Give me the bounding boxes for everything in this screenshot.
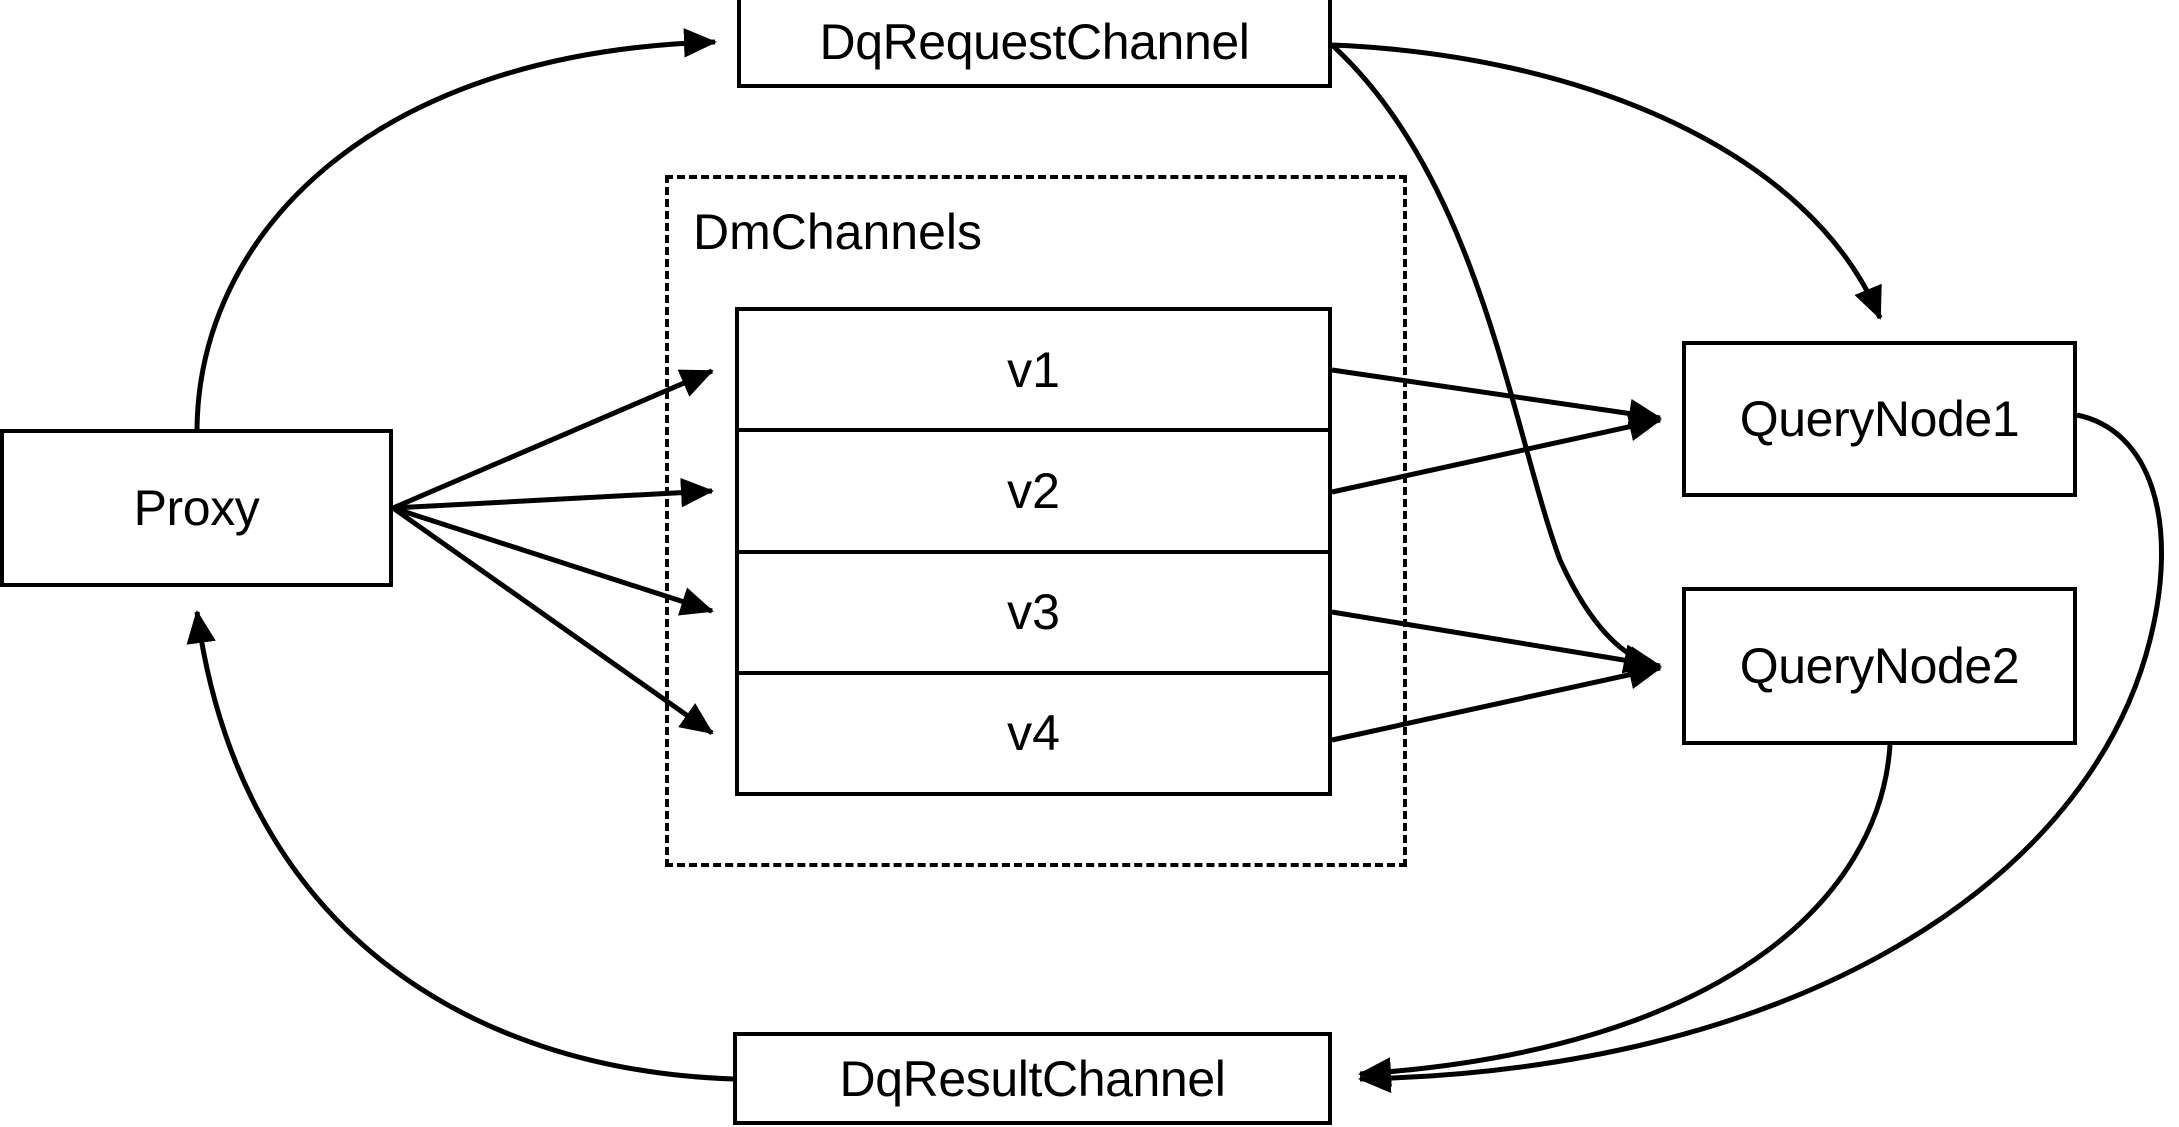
edge-proxy-to-v2	[392, 477, 714, 511]
node-proxy[interactable]: Proxy	[0, 429, 393, 587]
vchannel-row-v3[interactable]: v3	[739, 553, 1328, 675]
node-query-node-1-label: QueryNode1	[1739, 391, 2020, 447]
edge-querynode2-to-dqresultchannel	[1358, 744, 1893, 1087]
vchannel-label-v4: v4	[1007, 705, 1060, 762]
node-query-node-2-label: QueryNode2	[1739, 638, 2020, 694]
vchannel-label-v1: v1	[1007, 341, 1060, 398]
vchannel-row-v1[interactable]: v1	[739, 311, 1328, 433]
node-dq-request-channel-label: DqRequestChannel	[819, 14, 1250, 70]
edge-proxy-to-dqrequestchannel	[194, 28, 717, 430]
node-dq-result-channel[interactable]: DqResultChannel	[733, 1032, 1332, 1125]
group-dm-channels	[665, 175, 1407, 867]
edge-v3-to-querynode2	[1331, 609, 1662, 676]
edge-querynode1-to-dqresultchannel	[1358, 412, 2164, 1094]
edge-proxy-to-v3	[392, 505, 714, 616]
vchannel-label-v3: v3	[1007, 584, 1060, 641]
group-dm-channels-label: DmChannels	[693, 204, 983, 260]
edge-dqrequestchannel-to-querynode2	[1330, 43, 1657, 674]
edge-proxy-to-v1	[392, 368, 714, 511]
vchannel-label-v2: v2	[1007, 462, 1060, 519]
node-query-node-2[interactable]: QueryNode2	[1682, 587, 2077, 745]
edge-v1-to-querynode1	[1331, 367, 1662, 429]
node-query-node-1[interactable]: QueryNode1	[1682, 341, 2077, 497]
vchannel-row-v2[interactable]: v2	[739, 432, 1328, 554]
edge-proxy-to-v4	[391, 505, 714, 736]
edge-v4-to-querynode2	[1331, 660, 1662, 743]
node-proxy-label: Proxy	[133, 480, 260, 536]
node-dq-request-channel[interactable]: DqRequestChannel	[737, 0, 1332, 88]
edge-dqresultchannel-to-proxy	[186, 610, 734, 1082]
node-dq-result-channel-label: DqResultChannel	[839, 1050, 1226, 1107]
edge-dqrequestchannel-to-querynode1	[1331, 42, 1883, 320]
vchannel-row-v4[interactable]: v4	[739, 674, 1328, 792]
vchannel-stack: v1 v2 v3 v4	[735, 307, 1332, 796]
edge-v2-to-querynode1	[1331, 412, 1662, 495]
